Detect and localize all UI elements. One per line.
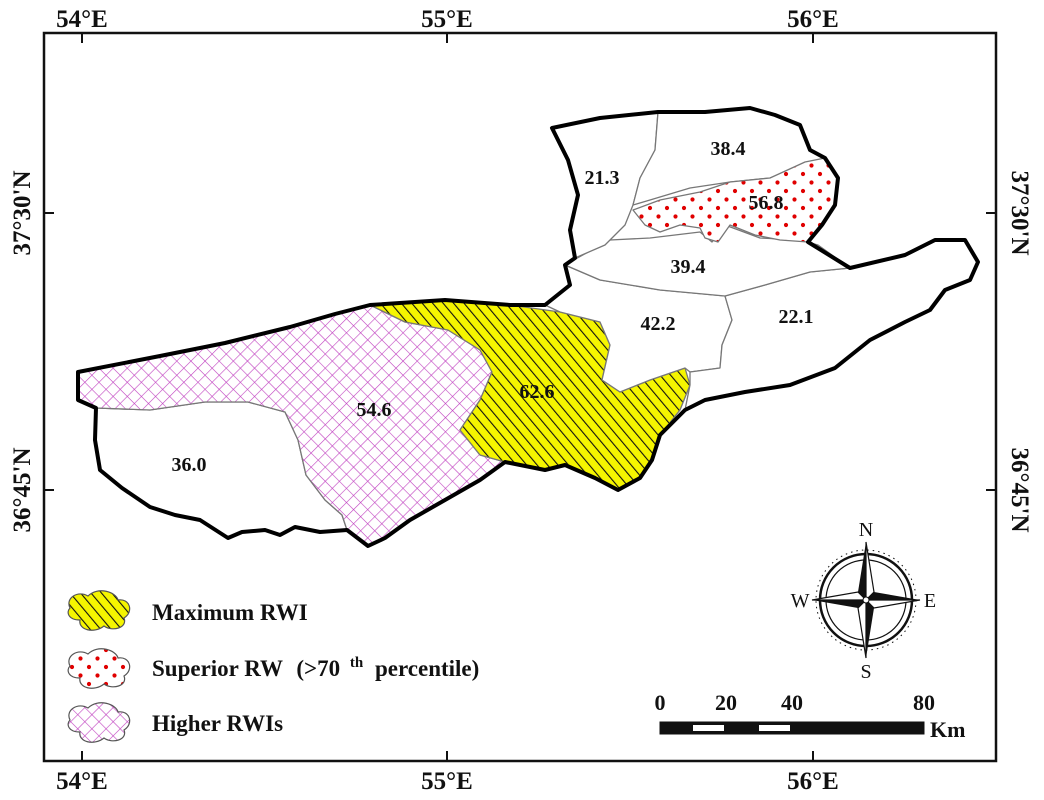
- lon-label-bottom-3: 56°E: [787, 768, 839, 795]
- region-label-r1: 21.3: [585, 167, 620, 189]
- scale-tick-20: 20: [715, 690, 737, 715]
- lon-label-top-1: 54°E: [56, 6, 108, 33]
- legend-swatch-higher: [67, 702, 131, 743]
- lat-label-right-2: 36°45'N: [1006, 448, 1033, 533]
- compass-north-label: N: [859, 519, 873, 541]
- region-label-r4: 39.4: [671, 256, 706, 278]
- region-label-r2: 38.4: [711, 138, 746, 160]
- region-r4: [564, 224, 851, 297]
- lat-label-left-2: 36°45'N: [9, 448, 36, 533]
- regions: [77, 107, 979, 547]
- legend: Maximum RWI Superior RW (>70 th percenti…: [67, 590, 479, 743]
- province-boundary: [76, 106, 980, 548]
- legend-note-sup: th: [350, 655, 364, 671]
- region-label-r7: 62.6: [520, 381, 555, 403]
- compass-east-label: E: [924, 590, 936, 612]
- lat-label-left-1: 37°30'N: [9, 171, 36, 256]
- legend-label-superior: Superior RW (>70 th percentile): [152, 647, 479, 681]
- scale-bar: 0 20 40 80 Km: [655, 690, 966, 742]
- lat-label-right-1: 37°30'N: [1006, 171, 1033, 256]
- compass-rose: N S E W: [791, 519, 937, 683]
- lon-label-top-3: 56°E: [787, 6, 839, 33]
- legend-swatch-maximum: [67, 590, 131, 631]
- region-label-r3: 56.8: [749, 192, 784, 214]
- lon-label-top-2: 55°E: [421, 6, 473, 33]
- legend-label-maximum: Maximum RWI: [152, 600, 308, 625]
- lon-label-bottom-1: 54°E: [56, 768, 108, 795]
- map-frame: [42, 31, 998, 763]
- compass-west-label: W: [791, 590, 810, 612]
- legend-note-prefix: (>70: [296, 656, 340, 681]
- legend-swatch-superior: [67, 648, 131, 689]
- scale-tick-80: 80: [913, 690, 935, 715]
- region-label-r6: 22.1: [779, 306, 814, 328]
- region-label-r9: 36.0: [172, 454, 207, 476]
- scale-tick-0: 0: [655, 690, 666, 715]
- compass-south-label: S: [860, 661, 871, 683]
- graticule-ticks: [44, 33, 996, 761]
- region-label-r8: 54.6: [357, 399, 392, 421]
- lon-label-bottom-2: 55°E: [421, 768, 473, 795]
- legend-note-suffix: percentile): [375, 656, 479, 681]
- legend-label-higher: Higher RWIs: [152, 711, 283, 736]
- legend-label-superior-text: Superior RW: [152, 656, 283, 681]
- region-label-r5: 42.2: [641, 313, 676, 335]
- scale-tick-40: 40: [781, 690, 803, 715]
- scale-unit: Km: [930, 717, 965, 742]
